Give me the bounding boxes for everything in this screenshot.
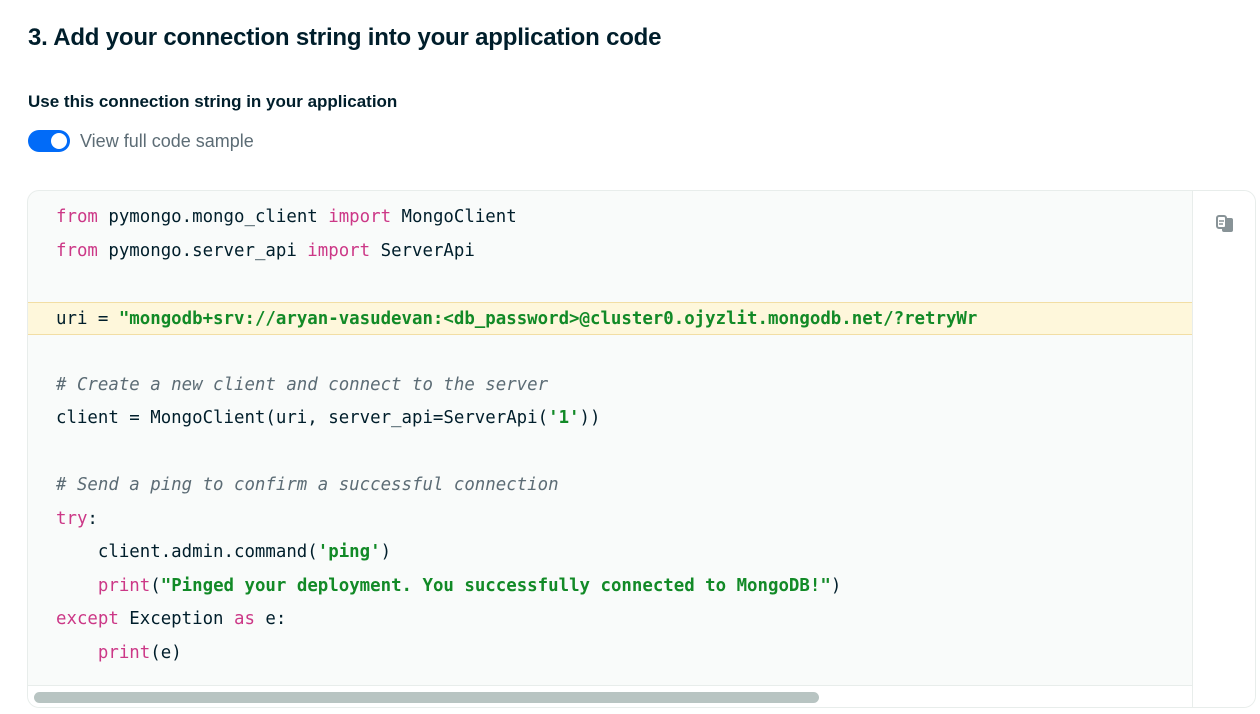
code-keyword: from (56, 207, 98, 227)
code-line: print(e) (28, 637, 1194, 671)
code-line: print("Pinged your deployment. You succe… (28, 570, 1194, 604)
view-full-code-toggle[interactable] (28, 130, 70, 152)
code-line: except Exception as e: (28, 603, 1194, 637)
code-line: try: (28, 503, 1194, 537)
code-line-blank (28, 436, 1194, 470)
code-keyword: except (56, 609, 119, 629)
full-code-toggle-row: View full code sample (28, 130, 254, 152)
code-area[interactable]: from pymongo.mongo_client import MongoCl… (28, 191, 1194, 707)
copy-button[interactable] (1213, 213, 1237, 237)
code-line: from pymongo.server_api import ServerApi (28, 235, 1194, 269)
code-keyword: import (328, 207, 392, 227)
code-text: (e) (150, 642, 182, 663)
code-text: )) (579, 408, 601, 428)
code-comment: # Create a new client and connect to the… (56, 374, 549, 395)
code-sample-panel: from pymongo.mongo_client import MongoCl… (27, 190, 1256, 708)
code-keyword: try (56, 508, 88, 529)
code-block[interactable]: from pymongo.mongo_client import MongoCl… (28, 201, 1194, 670)
copy-icon (1216, 215, 1233, 232)
code-text: e: (254, 609, 287, 629)
code-line: client.admin.command('ping') (28, 536, 1194, 570)
code-line: # Create a new client and connect to the… (28, 369, 1194, 403)
horizontal-scrollbar[interactable] (28, 685, 1194, 707)
step-heading: 3. Add your connection string into your … (28, 24, 662, 51)
code-text: client.admin.command( (56, 542, 318, 562)
code-text: ServerApi (370, 240, 475, 261)
code-string: '1' (548, 408, 580, 428)
code-line-uri-highlighted: uri = "mongodb+srv://aryan-vasudevan:<db… (28, 301, 1194, 335)
code-builtin: print (97, 642, 151, 663)
code-text: uri = (56, 308, 119, 329)
code-actions-sidebar (1192, 191, 1255, 707)
toggle-knob (51, 133, 67, 149)
code-indent (56, 576, 98, 596)
code-text: Exception (118, 609, 234, 629)
code-builtin: print (97, 575, 151, 596)
connection-string[interactable]: "mongodb+srv://aryan-vasudevan:<db_passw… (118, 308, 978, 329)
scrollbar-thumb[interactable] (34, 692, 819, 703)
toggle-label: View full code sample (80, 130, 254, 151)
code-text: ) (380, 542, 392, 562)
code-keyword: as (234, 609, 255, 629)
code-text: ) (830, 575, 842, 596)
code-string: "Pinged your deployment. You successfull… (160, 575, 831, 596)
code-text: pymongo.server_api (97, 240, 308, 261)
code-line: # Send a ping to confirm a successful co… (28, 469, 1194, 503)
code-line: from pymongo.mongo_client import MongoCl… (28, 201, 1194, 235)
code-keyword: from (56, 240, 98, 261)
section-subheading: Use this connection string in your appli… (28, 92, 398, 111)
code-keyword: import (307, 240, 371, 261)
code-text: MongoClient (391, 207, 517, 227)
code-text: pymongo.mongo_client (97, 207, 329, 227)
code-comment: # Send a ping to confirm a successful co… (56, 475, 559, 495)
code-indent (56, 643, 98, 663)
code-line: client = MongoClient(uri, server_api=Ser… (28, 402, 1194, 436)
code-text: : (87, 508, 98, 529)
code-string: 'ping' (317, 542, 381, 562)
code-text: ( (150, 575, 161, 596)
code-line-blank (28, 268, 1194, 302)
code-text: client = MongoClient(uri, server_api=Ser… (56, 408, 549, 428)
code-line-blank (28, 335, 1194, 369)
